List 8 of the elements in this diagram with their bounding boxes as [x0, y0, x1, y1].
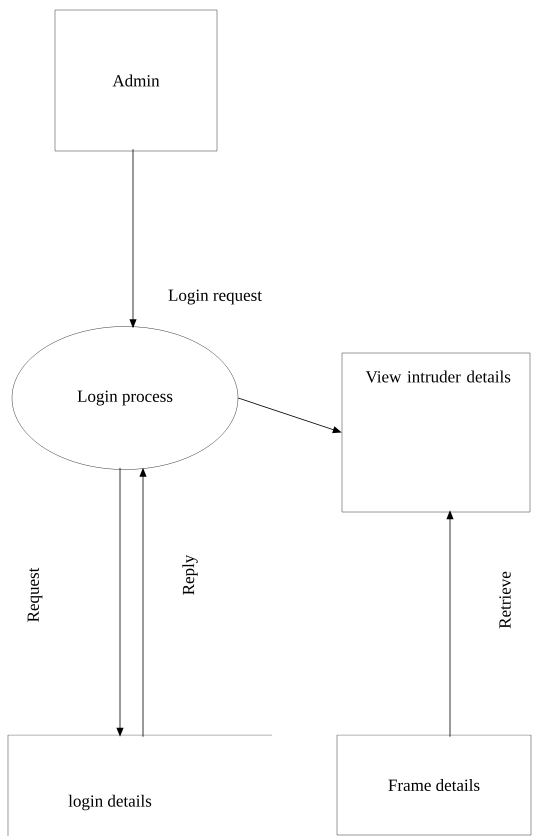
data-store: login details [8, 734, 272, 836]
process-box: Admin [54, 10, 218, 152]
edge-label: Login request [167, 288, 263, 306]
process-box: Frame details [336, 734, 532, 836]
edge-label: Retrieve [498, 570, 512, 630]
edge-label: Request [26, 566, 44, 624]
edge-label: Reply [181, 554, 199, 596]
process-box: View intruder details [342, 352, 530, 512]
